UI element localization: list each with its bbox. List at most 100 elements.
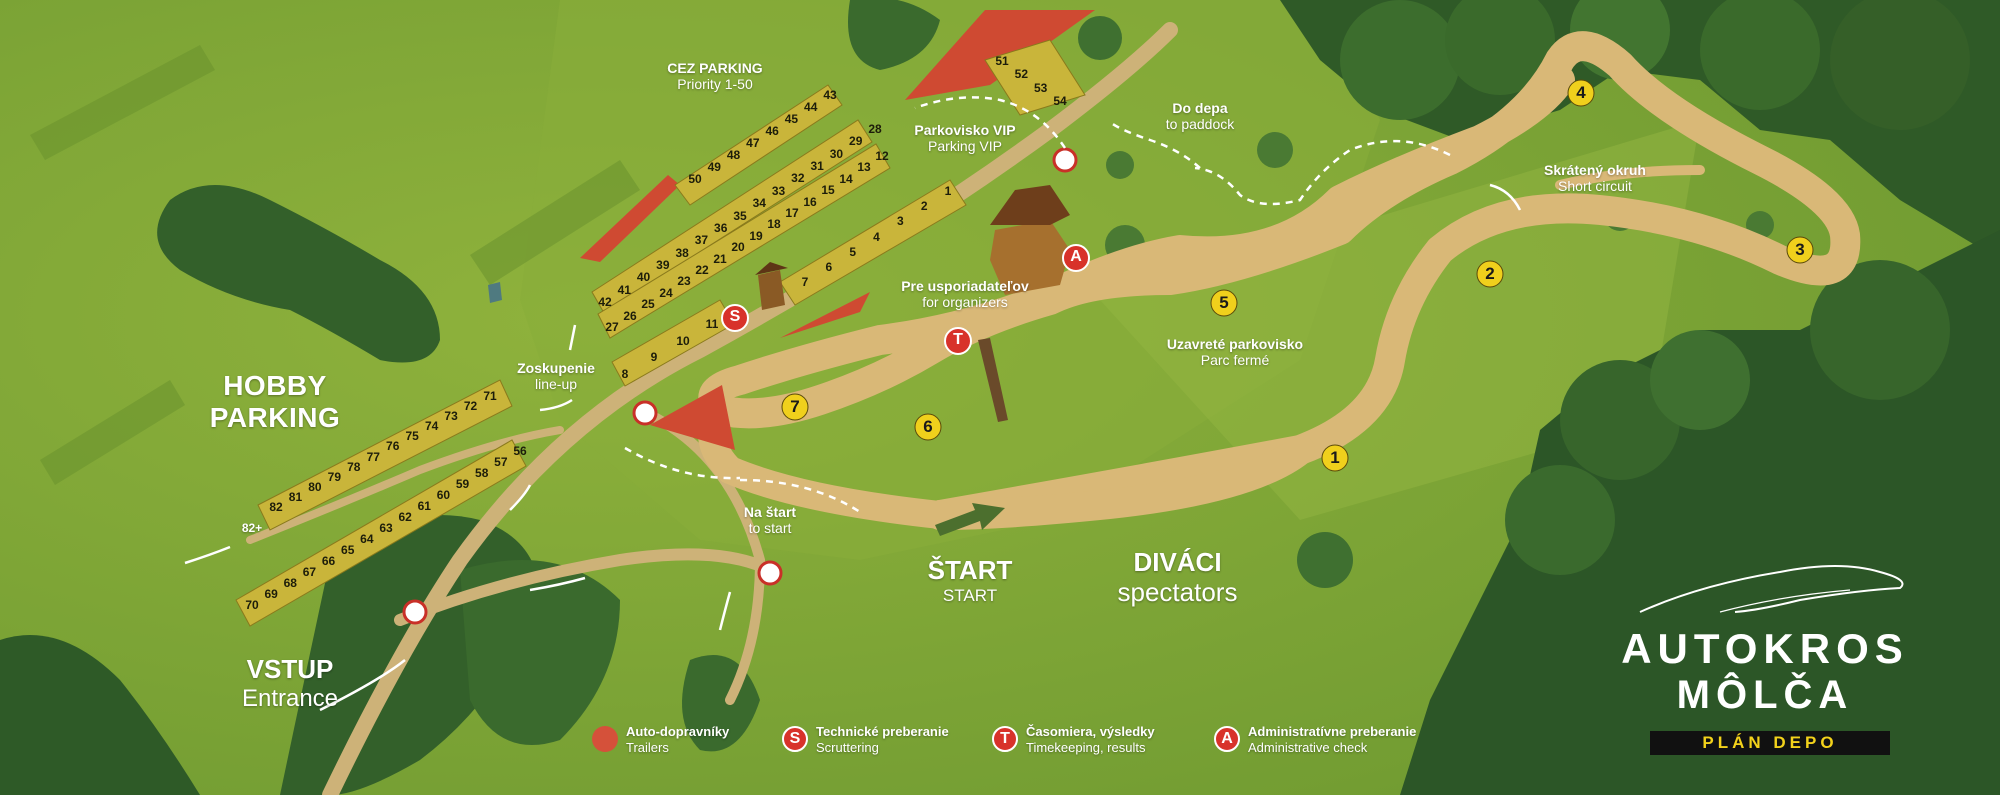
parking-spot-number: 37: [694, 233, 709, 248]
facility-markers: [721, 244, 1090, 355]
parking-spot-number: 43: [823, 88, 837, 102]
track-point-2: 2: [1485, 264, 1495, 283]
parking-spot-number: 80: [308, 479, 322, 494]
track-point-5: 5: [1219, 293, 1229, 312]
parking-areas: [235, 39, 1086, 627]
parking-spot-number: 23: [677, 274, 691, 289]
parking-spot-number: 71: [483, 389, 497, 403]
parking-spot-number: 15: [821, 183, 835, 198]
parking-spot-number: 1: [944, 184, 952, 198]
parking-spot-number: 73: [444, 409, 458, 424]
parking-spot-number: 33: [771, 183, 786, 198]
logo-title-2: MÔLČA: [1676, 673, 1854, 717]
parking-spot-number: 78: [347, 459, 361, 474]
forest-right: [1400, 230, 2000, 795]
parking-spot-number: 17: [785, 206, 799, 220]
parking-spot-number: 44: [804, 100, 818, 114]
car-line: [1719, 589, 1851, 613]
parking-spot-number: 21: [713, 251, 727, 266]
parking-spot-number: 30: [829, 146, 844, 161]
parking-spot-number: 60: [436, 488, 451, 502]
parking-spot-number: 51: [995, 54, 1009, 68]
parking-spot-number: 53: [1033, 80, 1048, 95]
parking-spot-number: 2: [920, 199, 928, 214]
parking-spot-number: 59: [455, 477, 470, 491]
race-track: [698, 31, 1861, 530]
parking-spot-number: 45: [784, 112, 799, 126]
forest-left: [0, 185, 440, 795]
parking-spot-number: 77: [366, 449, 380, 464]
buildings: [488, 185, 1070, 310]
parking-spot-number: 26: [623, 308, 637, 323]
parking-spot-number: 69: [264, 587, 278, 601]
parking-spot-number: 82: [269, 500, 283, 514]
parking-spot-number: 20: [731, 240, 745, 255]
parking-spot-number: 32: [791, 171, 805, 186]
track-points: [781, 79, 1814, 472]
parking-spot-number: 74: [424, 419, 439, 434]
car-outline: [1639, 565, 1904, 613]
track-point-4: 4: [1576, 83, 1586, 102]
parking-spot-number: 64: [360, 532, 374, 546]
timekeeping-tower: [978, 338, 1008, 422]
parking-spot-number: 50: [688, 172, 702, 186]
parking-spot-number: 76: [386, 439, 400, 454]
parking-spot-number: 36: [714, 220, 728, 235]
parking-spot-number: 19: [749, 228, 763, 243]
parking-spot-number: 3: [896, 214, 904, 229]
route-arrows: [624, 96, 1451, 514]
parking-spot-number: 14: [839, 171, 853, 186]
parking-spot-number: 22: [695, 263, 709, 277]
parking-spot-number: 68: [283, 576, 297, 590]
parking-spot-number: 25: [641, 297, 655, 312]
parking-spot-number: 66: [321, 554, 336, 568]
parking-spot-number: 54: [1053, 94, 1067, 108]
parking-spot-number: 12: [875, 149, 889, 163]
parking-spot-number: 57: [494, 455, 508, 469]
timekeeping-marker: T: [953, 331, 963, 348]
gates: [402, 147, 1078, 625]
trailer-swatch: [592, 726, 618, 752]
parking-spot-number: 34: [752, 196, 766, 211]
parking-spot-number: 46: [765, 124, 779, 138]
parking-spot-number: 70: [245, 598, 259, 612]
solid-arrows: [184, 183, 1522, 712]
admin-icon: A: [1214, 726, 1240, 752]
parking-spot-number: 35: [733, 208, 747, 223]
parking-spot-number: 65: [341, 543, 355, 557]
field-stripes: [30, 45, 640, 485]
parking-spot-number: 67: [302, 565, 317, 579]
parking-spot-number: 47: [746, 136, 760, 150]
track-point-7: 7: [790, 397, 800, 416]
label-82plus: 82+: [241, 521, 263, 535]
parking-spot-number: 56: [513, 444, 527, 458]
scruttering-icon: S: [782, 726, 808, 752]
parking-spot-number: 24: [659, 285, 673, 300]
parking-spot-number: 16: [803, 194, 817, 209]
parking-spot-number: 6: [825, 259, 833, 274]
logo-title-1: AUTOKROS: [1621, 625, 1909, 672]
logo-subtitle: PLÁN DEPO: [1650, 731, 1890, 755]
parking-spot-number: 29: [849, 134, 863, 149]
parking-spot-number: 9: [650, 350, 658, 365]
parking-spot-number: 4: [873, 229, 880, 244]
parking-spot-number: 49: [707, 160, 721, 174]
parking-spot-number: 39: [656, 257, 670, 272]
start-direction-arrow: [935, 503, 1005, 536]
parking-spot-number: 13: [857, 160, 871, 175]
parking-spot-number: 58: [475, 466, 489, 480]
parking-spot-number: 62: [398, 510, 412, 524]
track-point-1: 1: [1330, 448, 1340, 467]
parking-spot-number: 61: [417, 499, 431, 513]
parking-spot-number: 38: [675, 245, 689, 260]
